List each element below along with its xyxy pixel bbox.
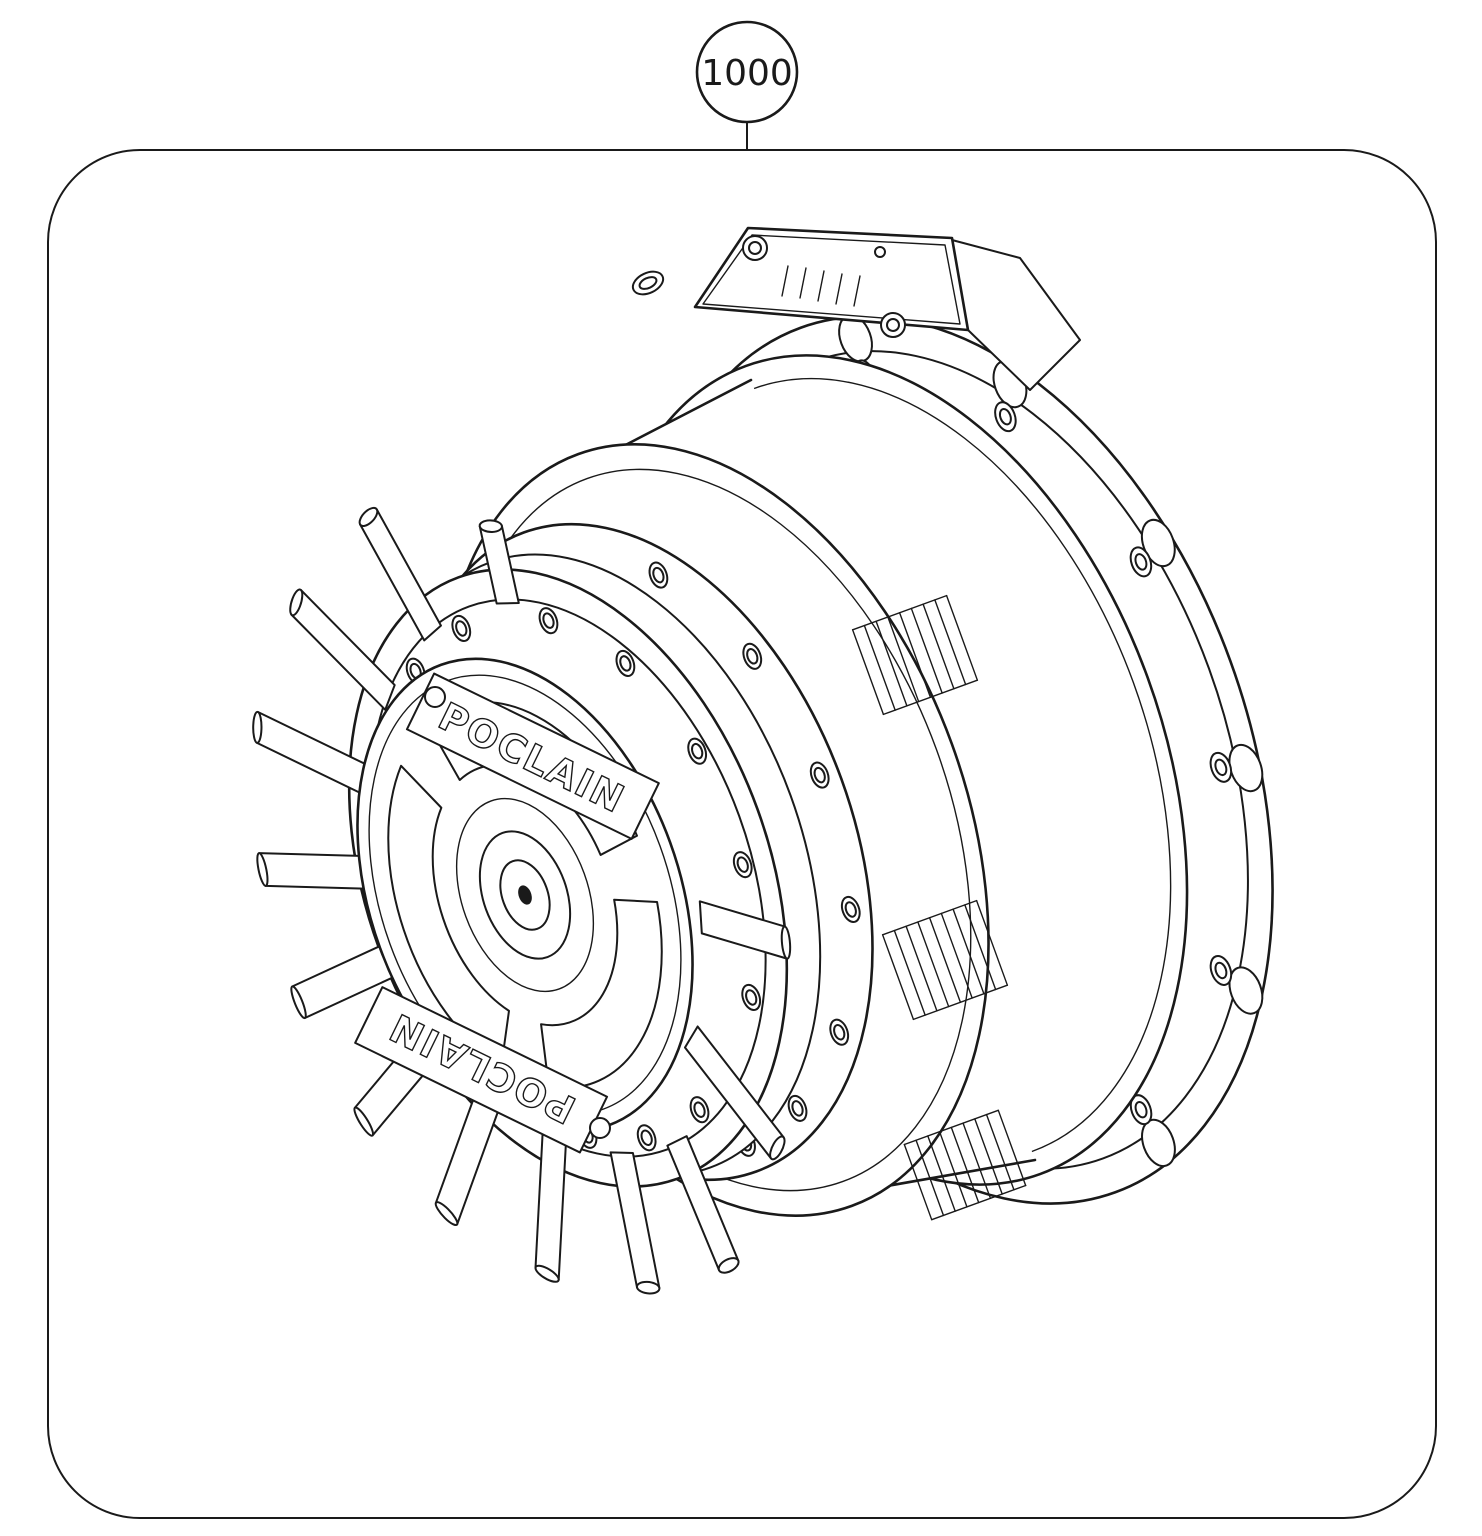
valve-housing bbox=[629, 228, 1080, 390]
wheel-stud bbox=[611, 1152, 661, 1293]
nameplate-screw bbox=[743, 236, 767, 260]
wheel-stud bbox=[357, 504, 441, 640]
front-wheel-studs bbox=[640, 876, 863, 1178]
front-cover bbox=[296, 612, 754, 1178]
housing-pin bbox=[875, 247, 885, 257]
wheel-stud bbox=[685, 1026, 787, 1162]
cover-screw bbox=[425, 687, 445, 707]
cover-screw bbox=[590, 1118, 610, 1138]
nameplate-screw-slot bbox=[749, 242, 761, 254]
gear-teeth-band-middle bbox=[881, 899, 1009, 1021]
wheel-stud bbox=[700, 901, 791, 959]
nameplate-engraving bbox=[781, 265, 861, 307]
balloon-number: 1000 bbox=[701, 53, 793, 94]
hub-ring bbox=[432, 779, 619, 1010]
part-balloon: 1000 bbox=[697, 22, 797, 122]
center-hub bbox=[463, 819, 586, 971]
housing-plug bbox=[629, 267, 666, 299]
nameplate-screw bbox=[881, 313, 905, 337]
gear-teeth-band-top bbox=[851, 594, 979, 716]
cover-window bbox=[351, 758, 532, 1082]
wheel-motor-drawing: POCLAIN POCLAIN bbox=[143, 228, 1387, 1381]
wheel-studs bbox=[143, 466, 769, 1382]
nameplate-inner-edge bbox=[703, 235, 960, 324]
wheel-stud bbox=[478, 520, 518, 603]
balloon-circle bbox=[697, 22, 797, 122]
gear-teeth-band-bottom bbox=[903, 1109, 1027, 1221]
wheel-stud bbox=[288, 586, 395, 710]
wheel-stud bbox=[667, 1136, 740, 1276]
nameplate-screw-slot bbox=[887, 319, 899, 331]
wheel-stud bbox=[255, 853, 384, 889]
